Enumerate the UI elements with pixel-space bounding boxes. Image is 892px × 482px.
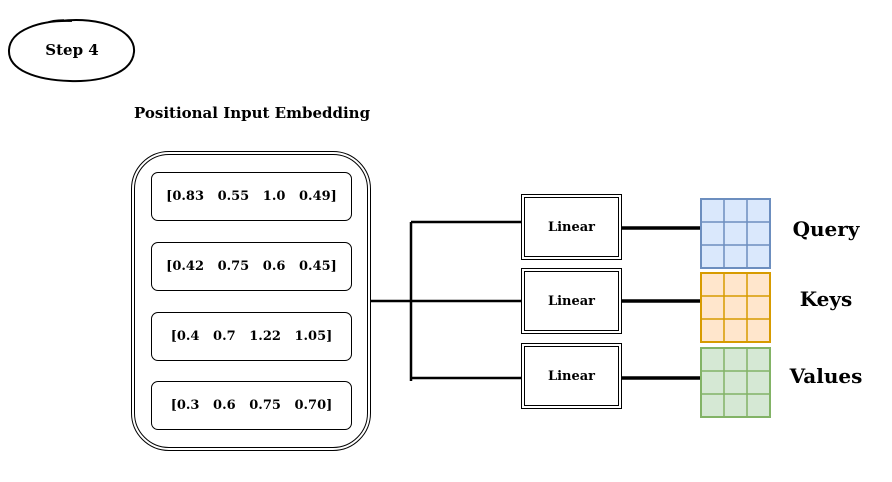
matrix-grid-background <box>700 272 771 343</box>
step-ellipse <box>7 19 136 83</box>
matrix-grid-background <box>700 347 771 418</box>
keys-matrix-icon <box>700 272 771 343</box>
output-label-keys: Keys <box>799 287 853 311</box>
embedding-container-outer <box>131 151 371 451</box>
step-label: Step 4 <box>45 41 99 59</box>
embedding-vector-1: [0.83 0.55 1.0 0.49] <box>151 172 352 221</box>
values-matrix-icon <box>700 347 771 418</box>
embedding-vector-1-text: [0.83 0.55 1.0 0.49] <box>166 189 337 204</box>
embedding-container <box>134 154 368 448</box>
query-matrix-icon <box>700 198 771 269</box>
embedding-vector-3-text: [0.4 0.7 1.22 1.05] <box>170 329 333 344</box>
output-label-query: Query <box>792 217 860 241</box>
linear-layer-keys-label: Linear <box>547 293 596 309</box>
linear-layer-values: Linear <box>521 343 622 409</box>
linear-layer-keys-inner: Linear <box>524 271 619 331</box>
embedding-title: Positional Input Embedding <box>134 104 371 122</box>
linear-layer-query-inner: Linear <box>524 197 619 257</box>
embedding-vector-4-text: [0.3 0.6 0.75 0.70] <box>170 398 333 413</box>
embedding-vector-2-text: [0.42 0.75 0.6 0.45] <box>166 259 337 274</box>
linear-layer-values-inner: Linear <box>524 346 619 406</box>
matrix-grid-background <box>700 198 771 269</box>
linear-layer-query-label: Linear <box>547 219 596 235</box>
embedding-vector-4: [0.3 0.6 0.75 0.70] <box>151 381 352 430</box>
embedding-vector-3: [0.4 0.7 1.22 1.05] <box>151 312 352 361</box>
output-label-values: Values <box>789 364 863 388</box>
embedding-vector-2: [0.42 0.75 0.6 0.45] <box>151 242 352 291</box>
linear-layer-keys: Linear <box>521 268 622 334</box>
linear-layer-values-label: Linear <box>547 368 596 384</box>
linear-layer-query: Linear <box>521 194 622 260</box>
step-ellipse-tail <box>45 19 65 24</box>
